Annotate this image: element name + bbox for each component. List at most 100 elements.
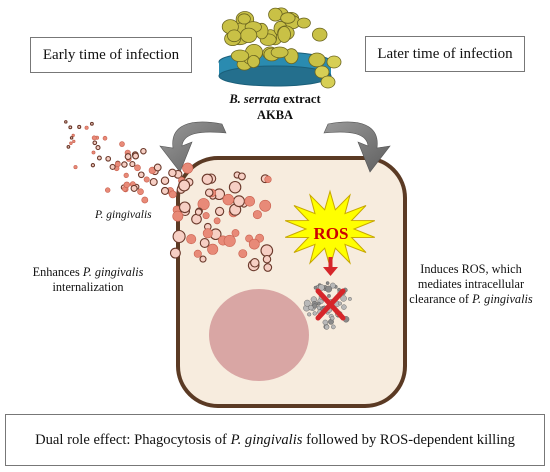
bacterium	[193, 249, 202, 258]
bacterium	[68, 125, 73, 130]
bacterium	[92, 140, 98, 146]
bacterium	[222, 193, 235, 206]
degraded-particle	[308, 305, 314, 311]
early-infection-box: Early time of infection	[30, 37, 192, 73]
bacterium	[141, 196, 149, 204]
bacterium	[178, 179, 191, 192]
bacterium	[143, 176, 150, 183]
early-infection-label: Early time of infection	[42, 46, 180, 63]
enhances-internalization-label: Enhances P. gingivalis internalization	[32, 265, 144, 294]
nucleus	[209, 289, 309, 381]
bacterium	[172, 229, 186, 244]
bacterium	[64, 120, 68, 124]
bacterium	[168, 190, 177, 199]
later-infection-box: Later time of infection	[365, 36, 525, 72]
bacterium	[137, 188, 144, 195]
resin-piece	[227, 29, 242, 43]
degraded-particle	[338, 301, 342, 306]
bacterium	[233, 195, 245, 208]
bacterium	[96, 155, 102, 161]
bacterium	[105, 155, 112, 162]
resin-piece	[270, 46, 289, 59]
bacterium	[228, 180, 242, 194]
resin-piece	[326, 55, 342, 69]
bacterium	[213, 217, 221, 225]
bacterium	[149, 177, 158, 187]
resin-piece	[237, 13, 251, 25]
degraded-particle	[324, 324, 330, 330]
bacterium	[114, 161, 121, 168]
bacterium	[169, 247, 181, 259]
bacterium	[202, 228, 213, 239]
kill-cross-icon	[315, 288, 346, 321]
bacterium	[121, 161, 128, 168]
bacterium	[90, 163, 96, 168]
bacterium	[238, 249, 248, 258]
degraded-particle	[329, 282, 336, 289]
bacterium	[91, 135, 97, 141]
bacterium	[197, 198, 210, 211]
bacterium	[72, 139, 76, 143]
compound-label: AKBA	[256, 108, 294, 122]
later-infection-label: Later time of infection	[377, 45, 513, 62]
extract-label: B. serrata extract AKBA	[210, 91, 340, 123]
degraded-particle	[330, 324, 336, 330]
bacterium	[124, 153, 132, 161]
bacterium	[102, 135, 108, 141]
dual-role-summary-box: Dual role effect: Phagocytosis of P. gin…	[5, 414, 545, 466]
bacterium	[160, 176, 170, 185]
bacterium	[77, 124, 82, 129]
summary-text: Dual role effect: Phagocytosis of P. gin…	[35, 431, 515, 448]
bacterium	[168, 168, 177, 178]
bacterium	[260, 244, 274, 257]
bacterium	[178, 201, 191, 214]
bacterium	[186, 234, 197, 245]
bacterium	[66, 145, 71, 149]
degraded-particle	[316, 301, 321, 306]
resin-piece	[277, 26, 291, 43]
ros-label: ROS	[314, 224, 349, 243]
resin-piece	[314, 65, 330, 79]
bacterium	[262, 254, 272, 264]
bacteria-cluster	[64, 120, 274, 272]
bacterium	[237, 172, 246, 181]
bacterium	[123, 181, 131, 189]
induces-ros-label: Induces ROS, which mediates intracellula…	[409, 262, 533, 306]
bacterium	[71, 133, 75, 137]
resin-piece	[240, 27, 258, 43]
resin-piece	[308, 52, 326, 68]
bacterium	[104, 187, 111, 193]
degraded-particle	[325, 285, 332, 293]
degraded-particle	[337, 287, 341, 292]
bacterium	[160, 186, 170, 195]
degraded-particle	[325, 281, 330, 285]
bacterium	[259, 199, 272, 212]
degraded-particle	[313, 285, 318, 290]
bacterium	[69, 141, 73, 145]
resin-dish	[218, 7, 342, 89]
bacterium	[252, 210, 262, 220]
bacterium	[119, 141, 125, 147]
bacterium	[264, 175, 272, 183]
bacterium	[204, 188, 214, 197]
bacterium	[191, 213, 202, 225]
bacterium	[69, 136, 74, 140]
degraded-particle	[330, 316, 335, 321]
resin-piece	[312, 27, 328, 42]
extract-word: extract	[280, 92, 321, 106]
pathogen-label: P. gingivalis	[95, 209, 152, 221]
bacterium	[207, 243, 219, 255]
bacterium	[182, 162, 194, 174]
degraded-particle	[317, 284, 325, 291]
bacterium	[172, 210, 184, 222]
resin-piece	[268, 7, 283, 22]
bacterium	[199, 255, 207, 263]
degraded-particle	[340, 295, 347, 302]
right-curved-arrow	[323, 121, 391, 173]
degraded-particle	[303, 299, 311, 307]
resin-piece	[320, 75, 336, 89]
degraded-particle	[347, 296, 352, 301]
bacterium	[73, 165, 78, 170]
bacterium	[153, 163, 162, 172]
